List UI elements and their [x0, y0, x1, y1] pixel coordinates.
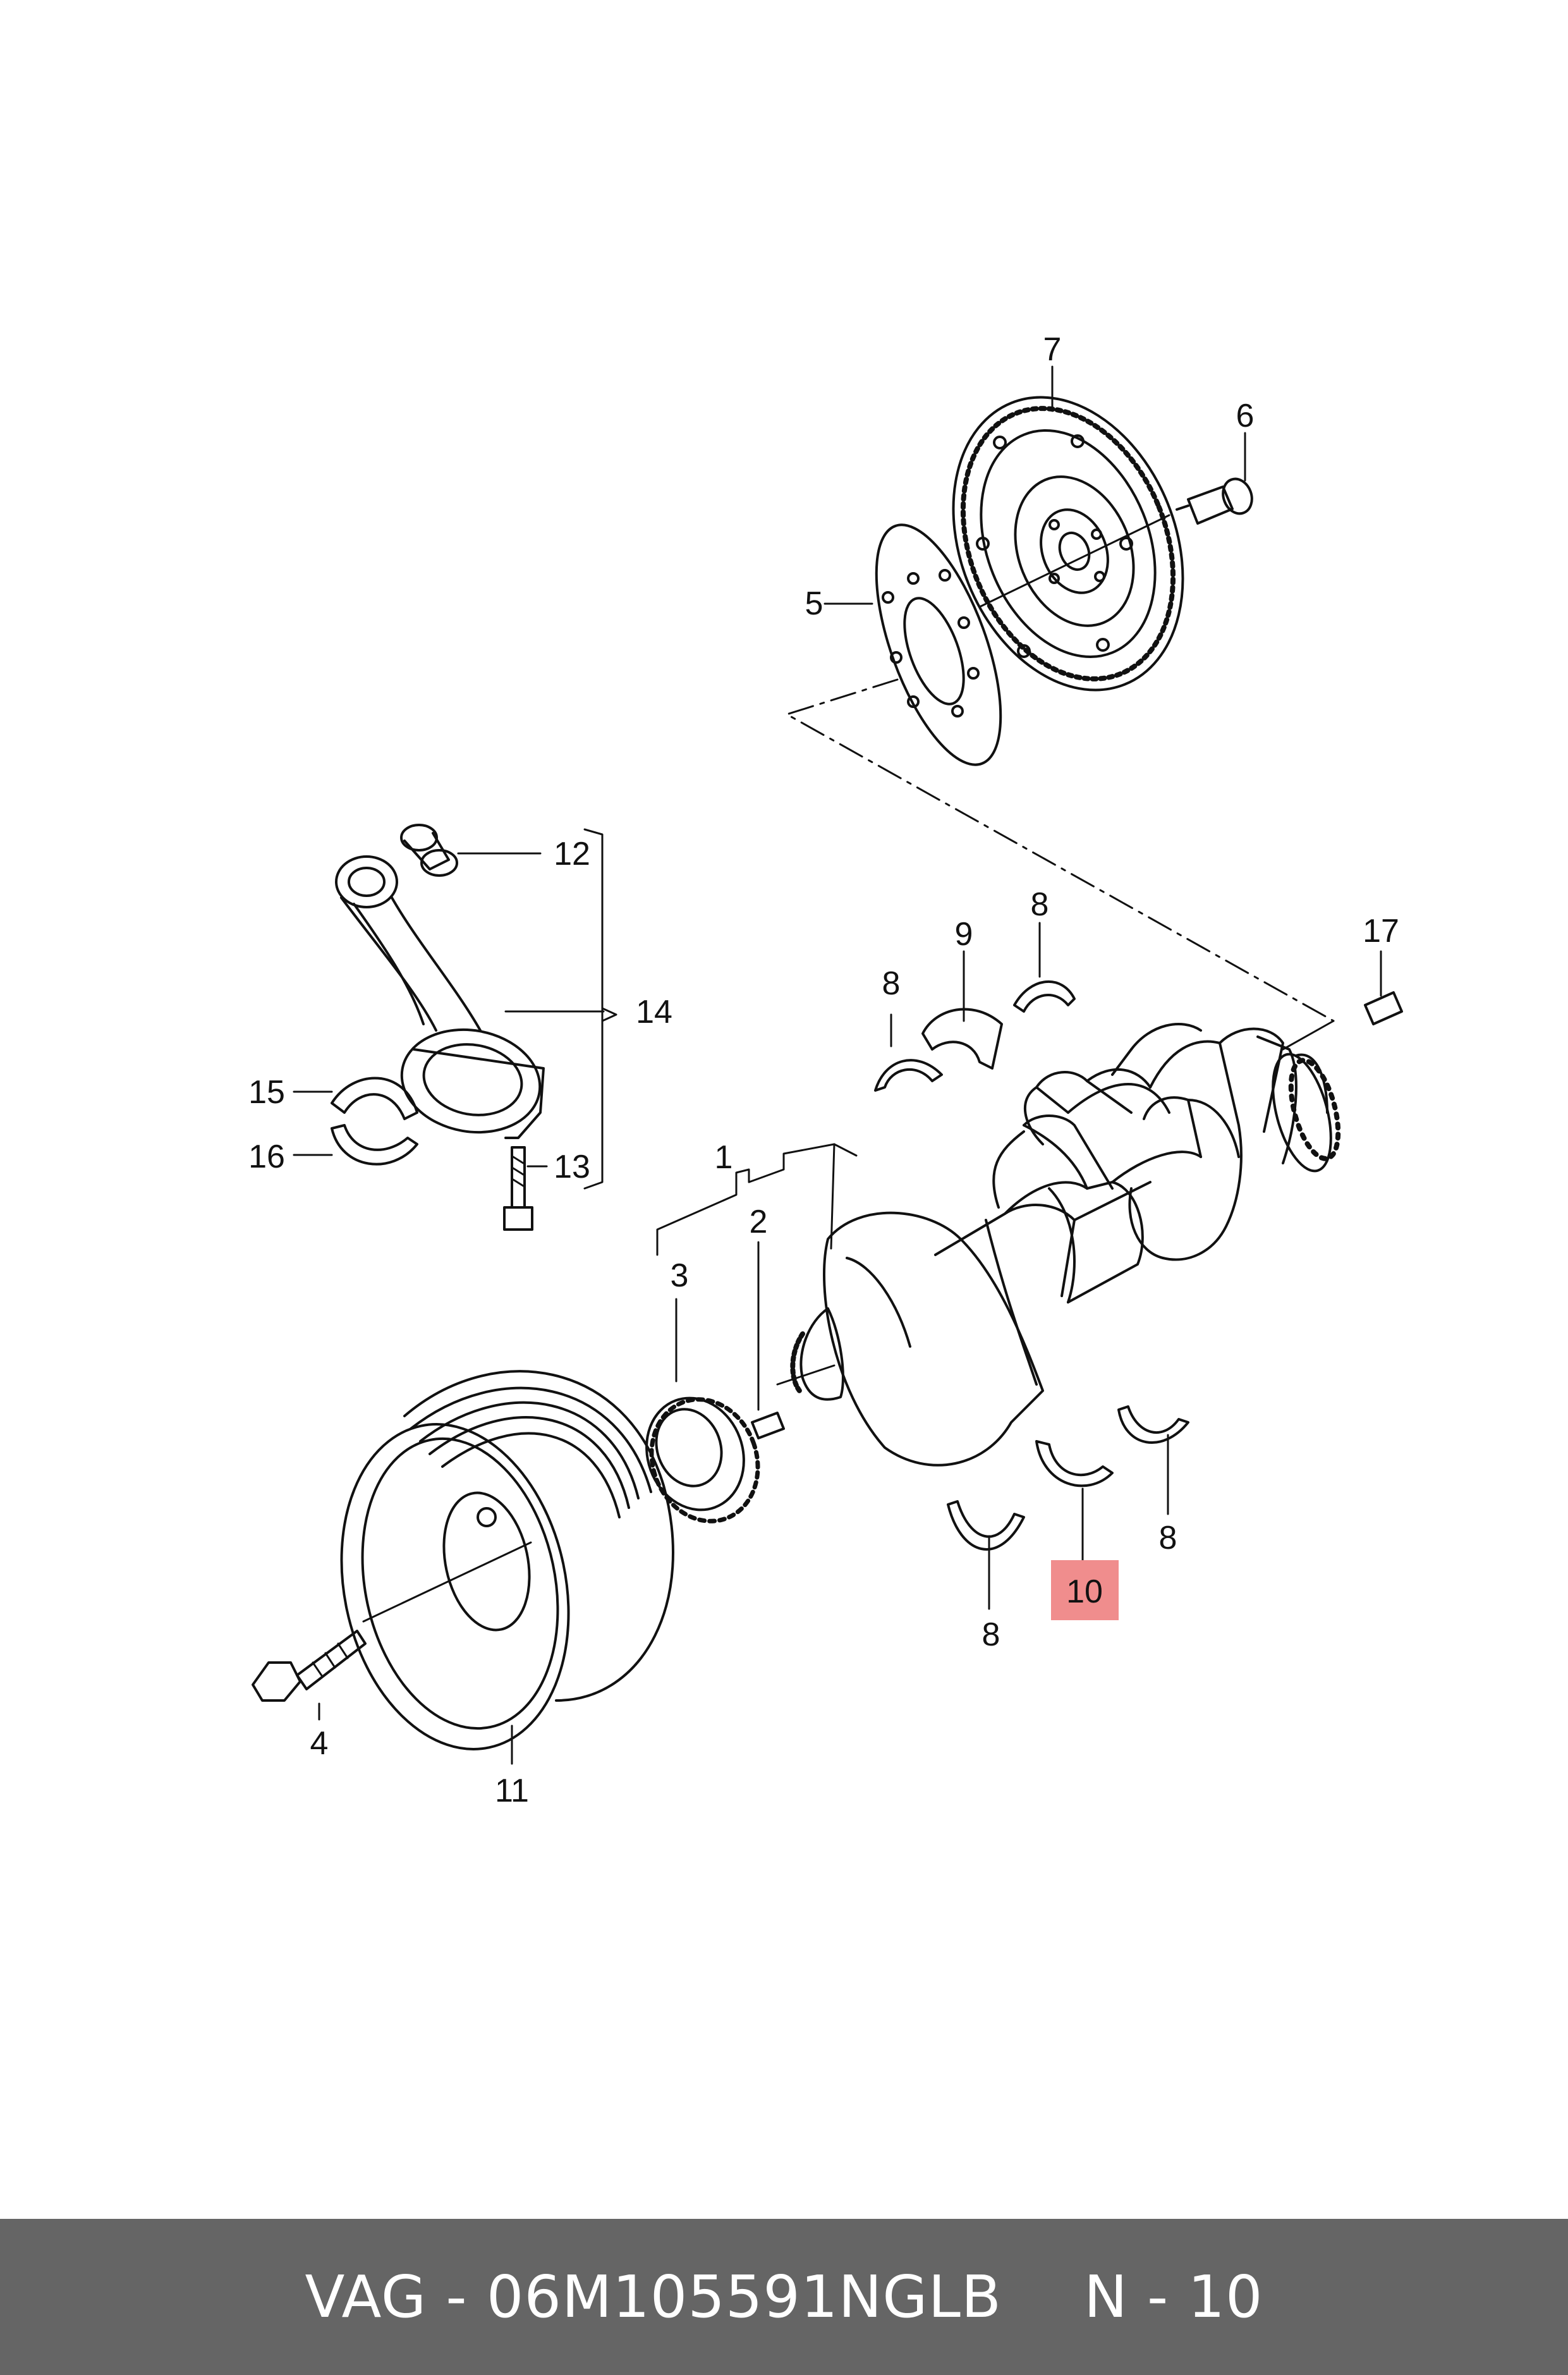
callout-3: 3 — [671, 1257, 689, 1294]
callout-8-a: 8 — [882, 965, 901, 1002]
callout-1: 1 — [715, 1139, 733, 1176]
callout-10-highlight — [1051, 1560, 1119, 1620]
callout-7: 7 — [1043, 331, 1062, 368]
thrust-washer-upper-left — [874, 1059, 943, 1092]
callout-6: 6 — [1236, 398, 1255, 434]
callout-4: 4 — [310, 1725, 329, 1762]
rod-bolt — [503, 1146, 533, 1231]
connecting-rod — [335, 855, 545, 1139]
part-number-footer: VAG - 06M105591NGLB N - 10 — [0, 2219, 1568, 2375]
rear-dowel — [1364, 991, 1403, 1025]
crankshaft — [776, 1023, 1341, 1467]
thrust-washer-lower-right — [1117, 1405, 1189, 1444]
rod-bearing-upper — [331, 1077, 418, 1120]
callout-16: 16 — [248, 1139, 285, 1175]
brand-label: VAG — [305, 2263, 427, 2331]
position-label: N - 10 — [1083, 2263, 1263, 2331]
callout-9: 9 — [955, 916, 973, 953]
rod-bracket — [583, 828, 617, 1190]
footer-text: VAG - 06M105591NGLB N - 10 — [305, 2263, 1263, 2331]
brand-separator: - — [446, 2263, 468, 2331]
flywheel — [952, 396, 1184, 692]
rod-bearing-lower — [331, 1124, 418, 1166]
exploded-parts-diagram: 7 6 5 12 14 15 16 13 8 9 8 17 1 2 3 8 10… — [248, 331, 1403, 1809]
part-number: 06M105591NGLB — [486, 2263, 1002, 2331]
callout-15: 15 — [248, 1074, 285, 1111]
callout-8-c: 8 — [1159, 1520, 1177, 1556]
thrust-washer-upper-right — [1013, 980, 1076, 1013]
rod-bushing — [400, 824, 458, 877]
callout-14: 14 — [636, 994, 672, 1030]
main-bearing-upper — [921, 1008, 1003, 1070]
callout-5: 5 — [805, 585, 824, 622]
callout-12: 12 — [554, 836, 590, 872]
callout-17: 17 — [1363, 913, 1399, 949]
callout-2: 2 — [750, 1204, 768, 1240]
callout-8-b: 8 — [1031, 886, 1049, 923]
thrust-washer-lower-left — [947, 1500, 1025, 1551]
callout-11: 11 — [495, 1773, 529, 1809]
callout-13: 13 — [554, 1149, 590, 1185]
flywheel-bolt — [1176, 477, 1253, 525]
dowel-pin — [751, 1412, 785, 1439]
intermediate-plate — [875, 523, 1002, 766]
crank-sprocket — [645, 1396, 760, 1523]
vibration-damper-pulley — [340, 1370, 674, 1750]
pulley-bolt — [252, 1630, 367, 1702]
main-bearing-lower — [1035, 1440, 1114, 1487]
callout-10: 10 — [1066, 1573, 1103, 1610]
callout-8-d: 8 — [982, 1616, 1000, 1653]
